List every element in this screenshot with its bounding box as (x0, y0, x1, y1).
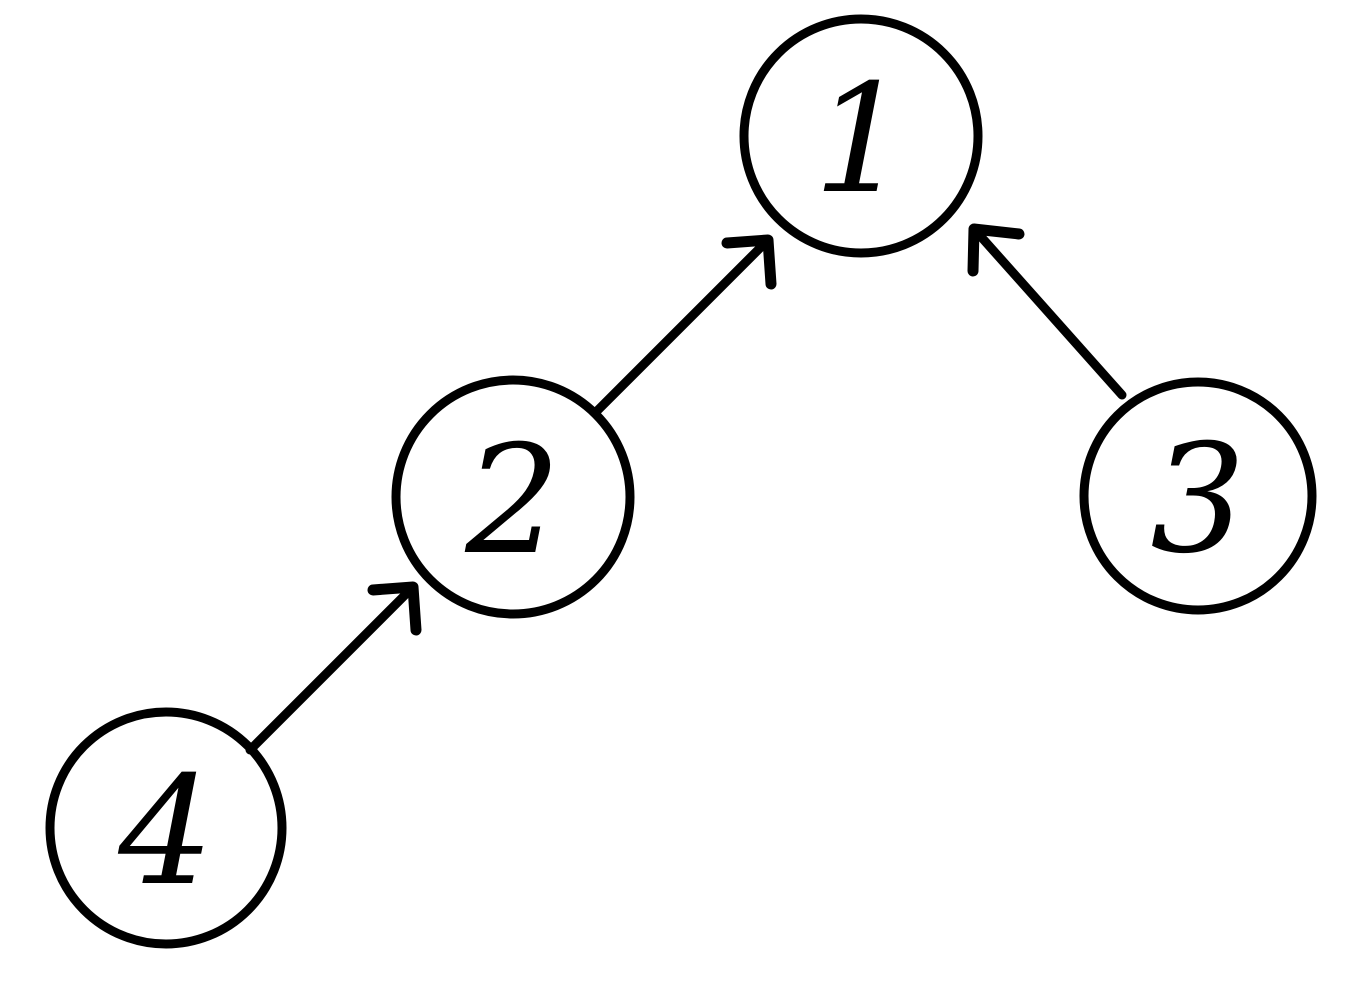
edge-group (245, 223, 1127, 755)
node-2[interactable]: 2 (391, 375, 635, 619)
edge-4-to-2-arrowhead (367, 581, 422, 636)
node-3-label: 3 (1150, 413, 1245, 587)
edge-2-to-1-shaft (590, 238, 770, 418)
node-2-circle (391, 375, 635, 619)
node-3-circle (1079, 377, 1317, 615)
edge-2-to-1-arrowhead (721, 234, 777, 290)
node-4-circle (45, 707, 287, 949)
edge-4-to-2[interactable] (245, 581, 422, 755)
node-group: 1 2 3 4 (45, 14, 1317, 949)
edge-3-to-1-shaft (970, 225, 1127, 400)
node-4[interactable]: 4 (45, 707, 287, 949)
node-2-label: 2 (464, 414, 560, 588)
edge-3-to-1-arrowhead (967, 223, 1025, 277)
edge-2-to-1[interactable] (590, 234, 777, 418)
node-4-label: 4 (117, 745, 213, 919)
node-1-circle (739, 14, 983, 258)
node-3[interactable]: 3 (1079, 377, 1317, 615)
edge-4-to-2-shaft (245, 585, 415, 755)
node-1[interactable]: 1 (739, 14, 983, 258)
edge-3-to-1[interactable] (967, 223, 1127, 400)
node-1-label: 1 (813, 53, 908, 227)
